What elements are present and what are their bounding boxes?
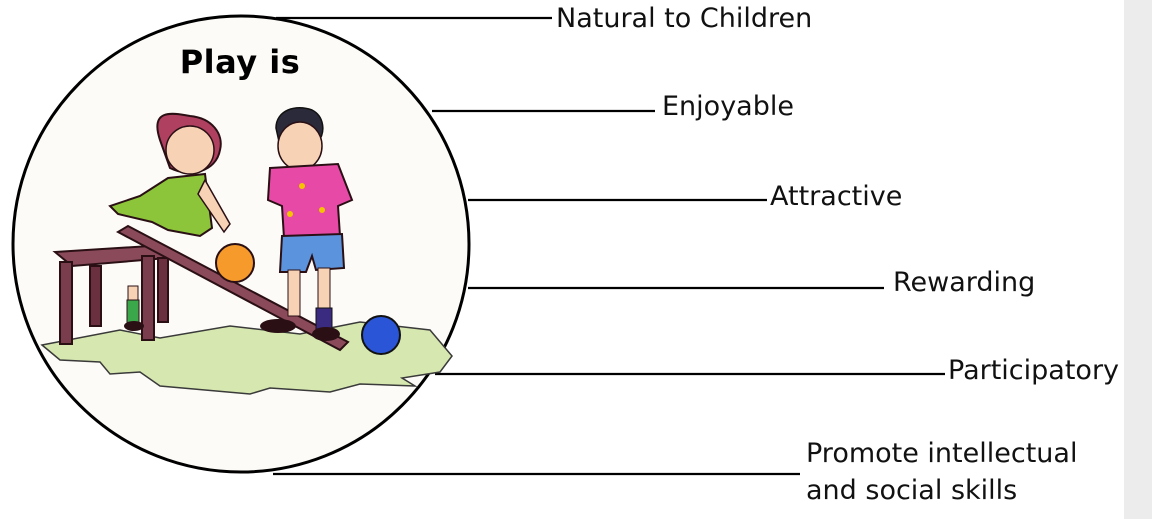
label-participatory: Participatory: [948, 355, 1124, 387]
label-enjoyable: Enjoyable: [662, 91, 794, 123]
label-attractive: Attractive: [770, 181, 902, 213]
label-natural-to-children: Natural to Children: [556, 3, 812, 35]
blue-ball: [362, 316, 400, 354]
label-rewarding: Rewarding: [893, 267, 1035, 299]
label-promote-skills: Promote intellectual and social skills: [806, 435, 1124, 509]
orange-ball: [216, 244, 254, 282]
circle-title: Play is: [160, 43, 320, 81]
